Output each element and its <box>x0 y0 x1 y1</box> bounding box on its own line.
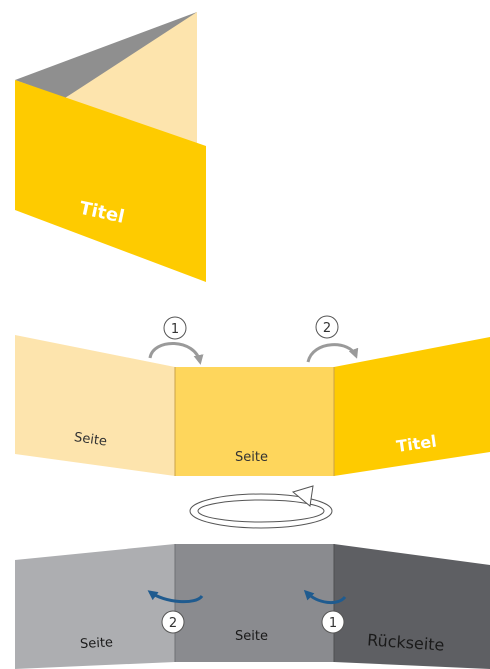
step-marker-icon <box>321 610 345 634</box>
back-step-number-right: 1 <box>329 616 337 631</box>
step-number-first: 1 <box>171 322 179 337</box>
front-middle-label: Seite <box>235 450 268 465</box>
rotate-icon <box>189 485 333 529</box>
step-number-second: 2 <box>323 321 331 336</box>
back-left-label: Seite <box>80 635 114 652</box>
back-right-panel <box>334 544 490 669</box>
back-middle-label: Seite <box>235 629 268 644</box>
back-middle-panel <box>175 544 334 662</box>
step-marker-icon <box>315 315 339 339</box>
fold-arrow-icon-left <box>148 342 204 365</box>
fold-arrow-icon-back-left <box>147 590 204 604</box>
back-view: Seite Seite Rückseite 2 1 <box>15 544 490 669</box>
front-right-panel <box>334 337 490 476</box>
fold-arrow-icon-right <box>306 343 359 363</box>
front-left-label: Seite <box>73 430 108 449</box>
front-view: Seite Seite Titel 1 2 <box>15 315 490 476</box>
front-middle-panel <box>175 367 334 476</box>
closed-front-panel <box>15 80 206 282</box>
step-marker-icon <box>163 316 187 340</box>
closed-brochure: Titel <box>15 12 206 282</box>
closed-back-edge <box>15 12 197 98</box>
fold-arrow-icon-back-right <box>303 589 347 605</box>
back-step-number-left: 2 <box>169 616 177 631</box>
front-left-panel <box>15 335 175 476</box>
back-left-panel <box>15 544 175 669</box>
step-marker-icon <box>161 610 185 634</box>
